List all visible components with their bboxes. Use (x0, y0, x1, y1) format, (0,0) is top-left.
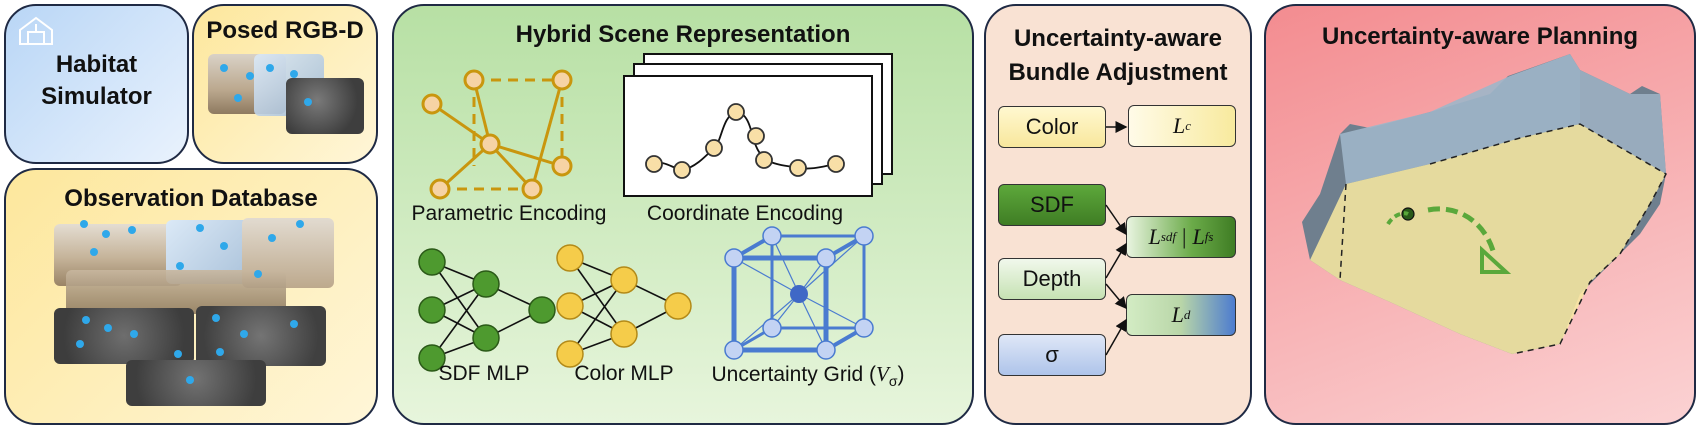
grid-vertex (816, 248, 836, 268)
habitat-logo-icon (19, 16, 53, 45)
parametric-encoding-label: Parametric Encoding (411, 202, 607, 225)
sdf-neuron (472, 324, 500, 352)
grid-vertex (724, 248, 744, 268)
posed-rgbd-title: Posed RGB-D (206, 17, 364, 44)
posed-rgbd-panel: Posed RGB-D (192, 4, 378, 164)
parametric-node (479, 133, 501, 155)
sdf-neuron (418, 296, 446, 324)
sdf-mlp-label: SDF MLP (438, 362, 530, 385)
depth-input-node: Depth (998, 258, 1106, 300)
reconstructed-room-view (1302, 54, 1668, 355)
grid-vertex (762, 318, 782, 338)
uncertainty-grid-label: Uncertainty Grid (Vσ) (711, 362, 905, 390)
depth-frame-image (286, 78, 364, 134)
coordinate-sample-node (645, 155, 663, 173)
parametric-node (421, 93, 443, 115)
grid-center-point (790, 285, 808, 303)
sdf-neuron (418, 248, 446, 276)
color-neuron (610, 266, 638, 294)
sdf-mlp-network (418, 248, 556, 372)
color-mlp-label: Color MLP (574, 362, 674, 385)
color-neuron (556, 244, 584, 272)
uba-arrows (1105, 121, 1128, 356)
color-neuron (610, 320, 638, 348)
bundle-adjustment-panel: Uncertainty-aware Bundle Adjustment Colo… (984, 4, 1252, 425)
uba-title-line1: Uncertainty-aware (1013, 25, 1223, 52)
arrow-sigma-to-ld (1105, 318, 1127, 356)
hybrid-scene-representation-panel: Hybrid Scene Representation Parametric E… (392, 4, 974, 425)
coordinate-sample-node (789, 159, 807, 177)
sdf-neuron (528, 296, 556, 324)
coordinate-sample-node (673, 161, 691, 179)
parametric-node (429, 178, 451, 200)
coordinate-sample-node (705, 139, 723, 157)
coordinate-sample-node (727, 103, 745, 121)
arrow-sdf-to-lsdf (1105, 204, 1127, 236)
planned-trajectory (1386, 211, 1409, 226)
parametric-node (551, 155, 573, 177)
color-mlp-network (556, 244, 692, 368)
coordinate-encoding-sheets (623, 53, 893, 197)
depth-mosaic-image (54, 308, 194, 364)
grid-vertex (816, 340, 836, 360)
habitat-title-line2: Simulator (41, 83, 152, 110)
sdf-input-node: SDF (998, 184, 1106, 226)
color-neuron (556, 292, 584, 320)
parametric-encoding-graph (421, 69, 573, 200)
arrow-depth-to-ld (1105, 283, 1127, 310)
depth-mosaic-image (126, 360, 266, 406)
uncertainty-region (1310, 124, 1666, 354)
observation-database-panel: Observation Database (4, 168, 378, 425)
observation-database-title: Observation Database (64, 185, 318, 212)
arrow-depth-to-lsdf (1105, 242, 1127, 279)
sigma-input-node: σ (998, 334, 1106, 376)
color-neuron (664, 292, 692, 320)
grid-vertex (854, 226, 874, 246)
uba-title-line2: Bundle Adjustment (1008, 59, 1228, 86)
coordinate-sample-node (747, 127, 765, 145)
grid-vertex (762, 226, 782, 246)
coordinate-sample-node (827, 155, 845, 173)
grid-vertex (724, 340, 744, 360)
color-input-node: Color (998, 106, 1106, 148)
hybrid-title: Hybrid Scene Representation (515, 21, 851, 48)
parametric-node (551, 69, 573, 91)
coordinate-encoding-label: Coordinate Encoding (646, 202, 844, 225)
habitat-title-line1: Habitat (55, 51, 138, 78)
habitat-simulator-panel: Habitat Simulator (4, 4, 189, 164)
planning-title: Uncertainty-aware Planning (1321, 23, 1639, 50)
uncertainty-planning-panel: Uncertainty-aware Planning (1264, 4, 1696, 425)
uncertainty-grid-cube (724, 226, 874, 360)
parametric-node (463, 69, 485, 91)
sdf-neuron (472, 270, 500, 298)
coordinate-sample-node (755, 151, 773, 169)
parametric-node (521, 178, 543, 200)
color-neuron (556, 340, 584, 368)
sdf-neuron (418, 344, 446, 372)
grid-vertex (854, 318, 874, 338)
